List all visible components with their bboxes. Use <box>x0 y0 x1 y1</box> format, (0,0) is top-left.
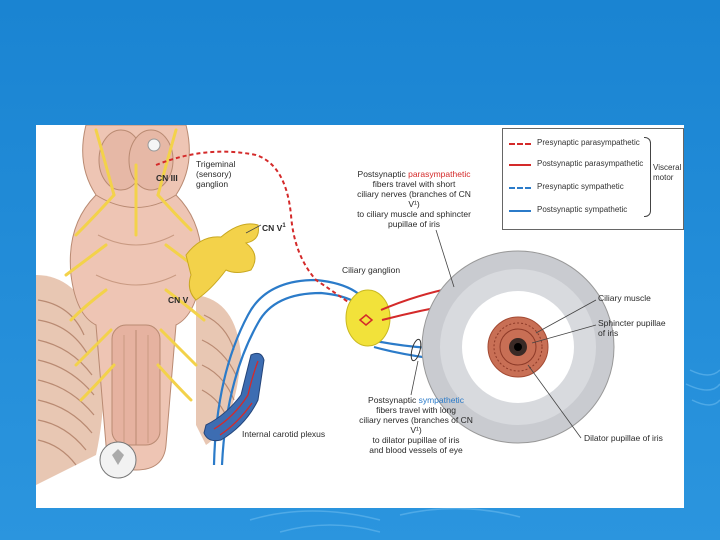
legend-brace <box>644 137 651 217</box>
water-ripple-decoration <box>249 369 720 533</box>
internal-carotid-artery <box>203 352 265 442</box>
label-cn-v1: CN V1 <box>262 222 286 233</box>
label-dilator-pupillae: Dilator pupillae of iris <box>584 433 663 443</box>
presynaptic-parasympathetic-path <box>155 150 367 316</box>
anatomy-illustration <box>36 125 615 485</box>
label-sphincter-pupillae: Sphincter pupillae of iris <box>598 318 666 338</box>
ciliary-ganglion <box>345 289 391 347</box>
label-internal-carotid-plexus: Internal carotid plexus <box>242 429 326 439</box>
brainstem-illustration <box>69 125 203 479</box>
eye-illustration <box>421 250 615 444</box>
label-ciliary-ganglion: Ciliary ganglion <box>342 265 401 275</box>
label-trigeminal-ganglion: Trigeminal (sensory) ganglion <box>196 159 236 189</box>
visceral-motor-label: Visceral motor <box>653 163 682 182</box>
legend: Presynaptic parasympathetic Postsynaptic… <box>502 128 684 230</box>
label-cn-iii: CN III <box>156 173 178 183</box>
trigeminal-ganglion <box>185 223 259 301</box>
cranial-nerve-branches <box>64 128 208 402</box>
label-cn-v: CN V <box>168 295 189 305</box>
label-ciliary-muscle: Ciliary muscle <box>598 293 651 303</box>
autonomic-eye-innervation-figure: Presynaptic parasympathetic Postsynaptic… <box>36 125 684 508</box>
